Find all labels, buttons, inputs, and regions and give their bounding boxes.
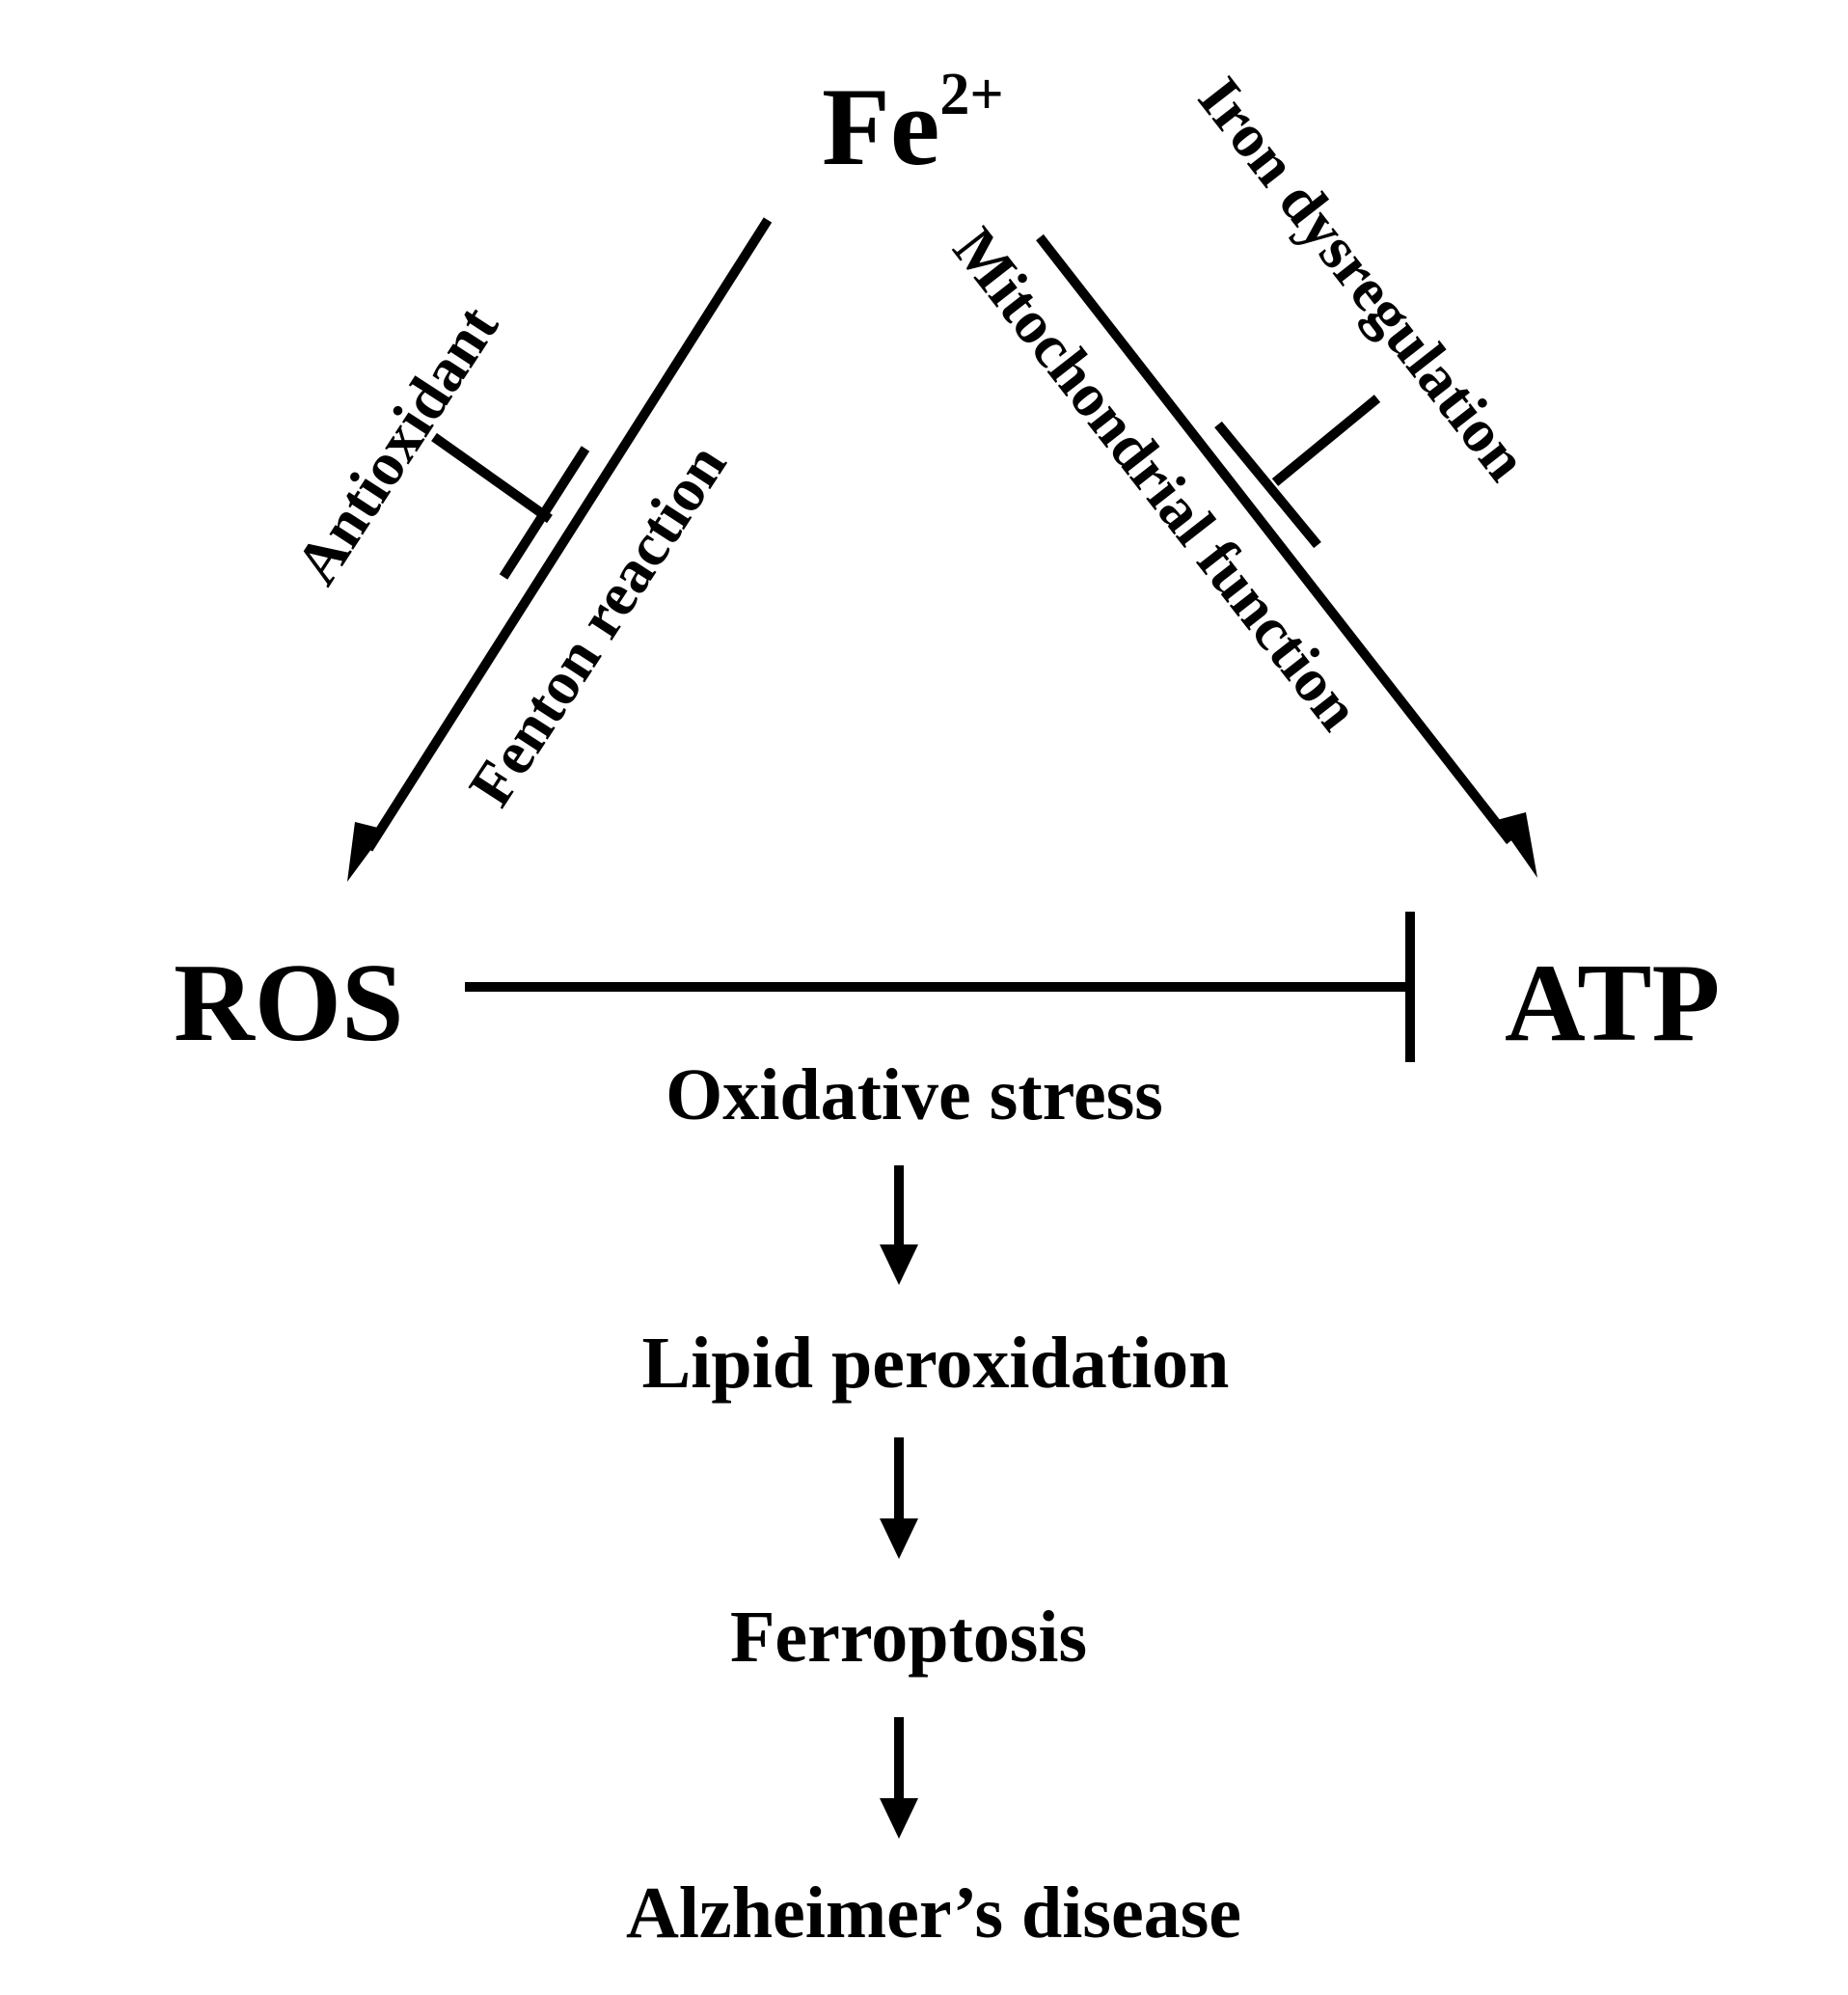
- cascade-arrow-2-head: [880, 1518, 918, 1559]
- node-fe: Fe2+: [822, 62, 1004, 189]
- fenton-arrow-head: [347, 822, 386, 882]
- mitochondrial-arrow-shaft: [1036, 233, 1514, 845]
- step-alzheimers-disease: Alzheimer’s disease: [626, 1872, 1241, 1954]
- cascade-arrow-3-head: [880, 1798, 918, 1839]
- label-mitochondrial-function: Mitochondrial function: [940, 215, 1373, 743]
- step-ferroptosis: Ferroptosis: [730, 1597, 1087, 1678]
- node-fe-base: Fe: [822, 66, 939, 189]
- iron-dysregulation-inhibit-bar: [1214, 421, 1321, 549]
- antioxidant-inhibit-line: [431, 432, 553, 524]
- node-ros: ROS: [174, 942, 404, 1065]
- cascade-arrow-1-head: [880, 1244, 918, 1285]
- fenton-arrow-shaft: [364, 217, 773, 852]
- node-atp: ATP: [1505, 942, 1720, 1065]
- node-fe-superscript: 2+: [939, 62, 1003, 127]
- label-antioxidant: Antioxidant: [282, 293, 511, 596]
- step-lipid-peroxidation: Lipid peroxidation: [642, 1323, 1230, 1404]
- antioxidant-inhibit-bar: [499, 446, 590, 580]
- step-oxidative-stress: Oxidative stress: [666, 1054, 1163, 1135]
- iron-dysregulation-inhibit-line: [1271, 395, 1381, 486]
- mitochondrial-arrow-head: [1497, 812, 1537, 878]
- label-iron-dysregulation: Iron dysregulation: [1185, 65, 1541, 493]
